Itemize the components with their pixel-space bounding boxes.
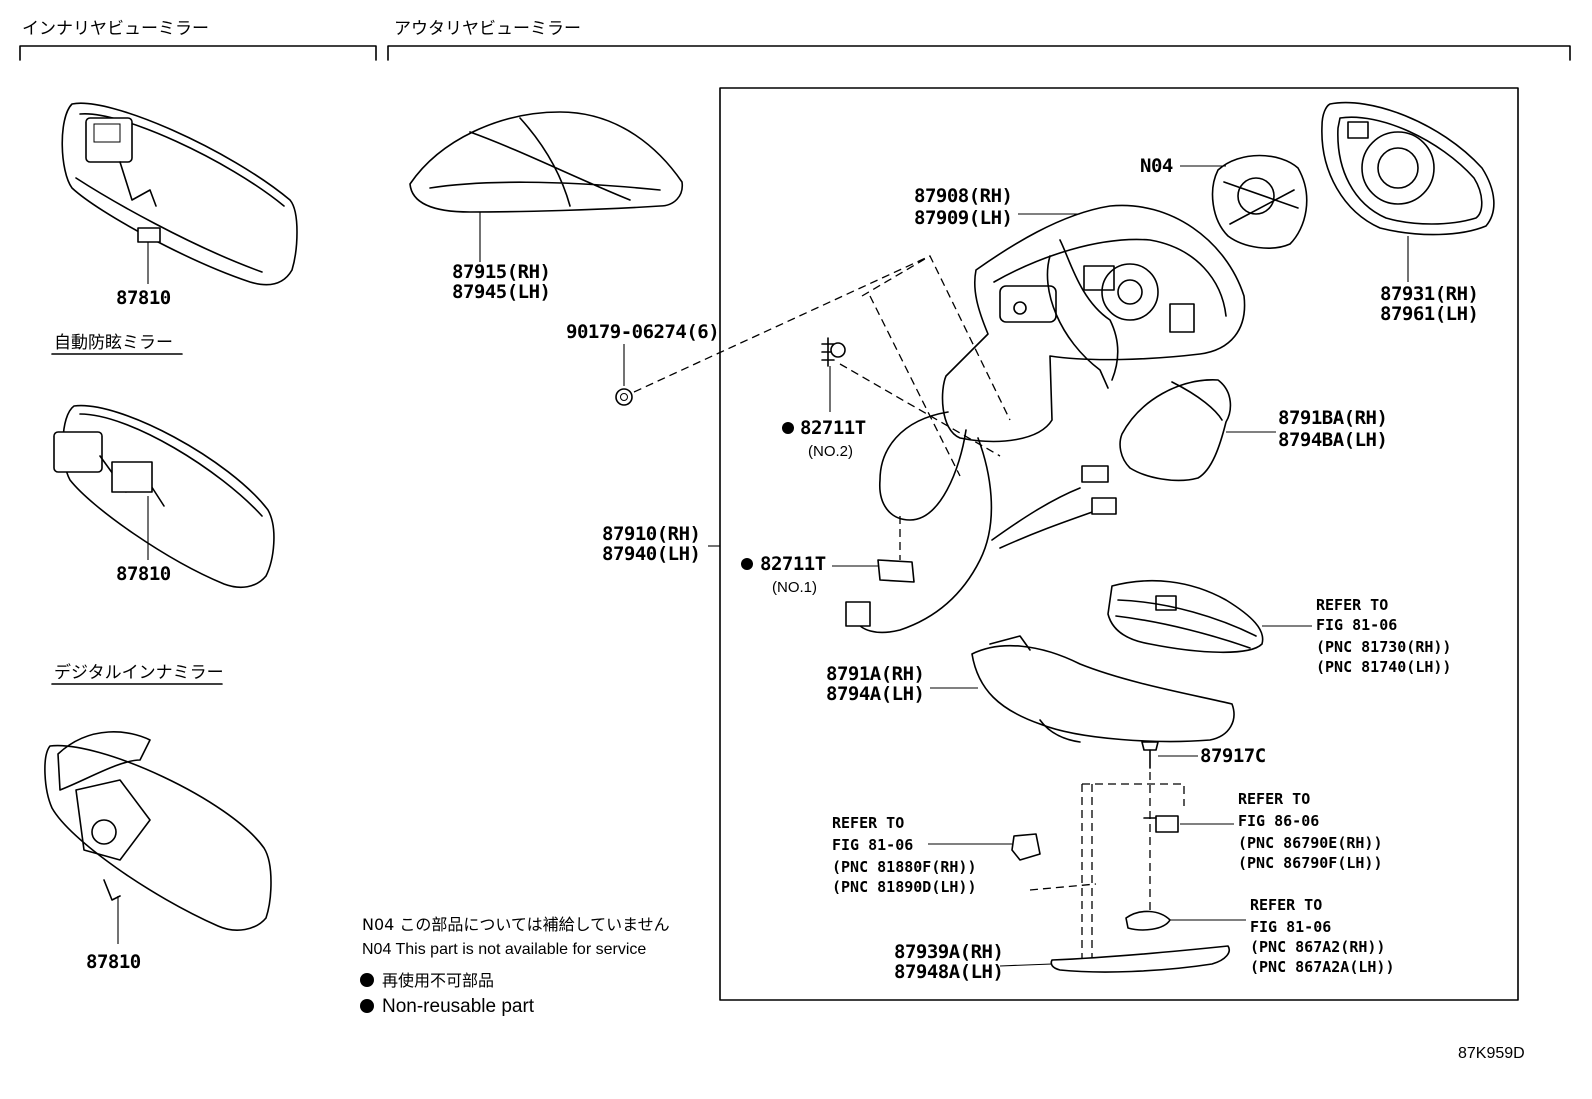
part-label-87810-a: 87810 [116, 287, 171, 309]
part-label-87948a-lh: 87948A(LH) [894, 961, 1003, 983]
part-label-87940-lh: 87940(LH) [602, 543, 700, 565]
part-label-82711t-no1: 82711T [760, 553, 826, 575]
note-non-reusable-jp: 再使用不可部品 [382, 971, 494, 990]
part-label-8791a-rh: 8791A(RH) [826, 663, 924, 685]
refer-r4-pnc1: (PNC 867A2(RH)) [1250, 938, 1385, 956]
dashed-lines-harness [861, 255, 1011, 560]
clip-no2-part [821, 337, 846, 367]
refer-r2-fig: FIG 81-06 [832, 836, 913, 854]
part-label-87909-lh: 87909(LH) [914, 207, 1012, 229]
dashed-lines-lower [1029, 772, 1185, 966]
figure-id: 87K959D [1458, 1045, 1525, 1062]
wiring-harness [845, 411, 1117, 634]
part-label-8791ba-rh: 8791BA(RH) [1278, 407, 1387, 429]
part-sublabel-no2: (NO.2) [808, 443, 853, 460]
n04-actuator-part [1211, 154, 1308, 249]
courtesy-lamp-part [1011, 833, 1041, 861]
part-label-87917c: 87917C [1200, 745, 1266, 767]
part-label-8794ba-lh: 8794BA(LH) [1278, 429, 1387, 451]
part-label-87910-rh: 87910(RH) [602, 523, 700, 545]
part-label-87810-b: 87810 [116, 563, 171, 585]
inner-mirror-auto-dimming [53, 404, 275, 589]
dashed-line-nut [633, 255, 931, 393]
part-label-87961-lh: 87961(LH) [1380, 303, 1478, 325]
part-sublabel-no1: (NO.1) [772, 579, 817, 596]
note-n04-en: N04 This part is not available for servi… [362, 941, 646, 958]
part-label-87908-rh: 87908(RH) [914, 185, 1012, 207]
part-label-n04: N04 [1140, 155, 1173, 177]
side-turn-lamp-part [1107, 579, 1264, 654]
legend-non-reusable-dot-en [360, 999, 374, 1013]
lower-cover-part [971, 635, 1235, 743]
nut-part [615, 388, 633, 406]
refer-r3-refer: REFER TO [1238, 790, 1310, 808]
mirror-glass-part [1321, 101, 1495, 236]
part-label-87939a-rh: 87939A(RH) [894, 941, 1003, 963]
refer-r4-pnc2: (PNC 867A2A(LH)) [1250, 958, 1395, 976]
sensor-part [1143, 815, 1179, 833]
refer-r2-refer: REFER TO [832, 814, 904, 832]
section-title-auto-dimming: 自動防眩ミラー [54, 333, 173, 353]
inner-mirror-standard [61, 102, 298, 286]
part-label-87931-rh: 87931(RH) [1380, 283, 1478, 305]
refer-r2-pnc2: (PNC 81890D(LH)) [832, 878, 977, 896]
bracket-outer-mirror [387, 45, 1571, 61]
legend-non-reusable-dot-jp [360, 973, 374, 987]
part-label-90179: 90179-06274(6) [566, 321, 719, 343]
bracket-inner-mirror [19, 45, 377, 61]
note-n04-jp: N04 この部品については補給していません [362, 915, 670, 934]
refer-r2-pnc1: (PNC 81880F(RH)) [832, 858, 977, 876]
refer-r1-refer: REFER TO [1316, 596, 1388, 614]
refer-r4-refer: REFER TO [1250, 896, 1322, 914]
refer-r1-pnc2: (PNC 81740(LH)) [1316, 658, 1451, 676]
part-label-82711t-no2: 82711T [800, 417, 866, 439]
non-reusable-marker-no1 [741, 558, 753, 570]
part-label-87915-rh: 87915(RH) [452, 261, 550, 283]
refer-r1-pnc1: (PNC 81730(RH)) [1316, 638, 1451, 656]
refer-r3-fig: FIG 86-06 [1238, 812, 1319, 830]
refer-r3-pnc1: (PNC 86790E(RH)) [1238, 834, 1383, 852]
part-label-8794a-lh: 8794A(LH) [826, 683, 924, 705]
refer-r4-fig: FIG 81-06 [1250, 918, 1331, 936]
mirror-base-part [1050, 945, 1230, 973]
part-label-87945-lh: 87945(LH) [452, 281, 550, 303]
refer-r3-pnc2: (PNC 86790F(LH)) [1238, 854, 1383, 872]
section-title-inner-mirror: インナリヤビューミラー [22, 19, 209, 39]
mirror-cap-part [1119, 379, 1232, 482]
outer-mirror-assembly-frame [719, 87, 1519, 1001]
mirror-body-part [941, 204, 1246, 443]
inner-mirror-digital [44, 731, 272, 931]
section-title-digital-mirror: デジタルインナミラー [54, 662, 224, 683]
screw-part [1141, 741, 1159, 769]
note-non-reusable-en: Non-reusable part [382, 996, 535, 1017]
clip-no1-part [877, 559, 915, 583]
camera-part [1125, 910, 1171, 931]
part-label-87810-c: 87810 [86, 951, 141, 973]
mirror-cover-part [409, 111, 684, 213]
leader-87939a [999, 963, 1053, 967]
refer-r1-fig: FIG 81-06 [1316, 616, 1397, 634]
section-title-outer-mirror: アウタリヤビューミラー [394, 19, 581, 39]
non-reusable-marker-no2 [782, 422, 794, 434]
